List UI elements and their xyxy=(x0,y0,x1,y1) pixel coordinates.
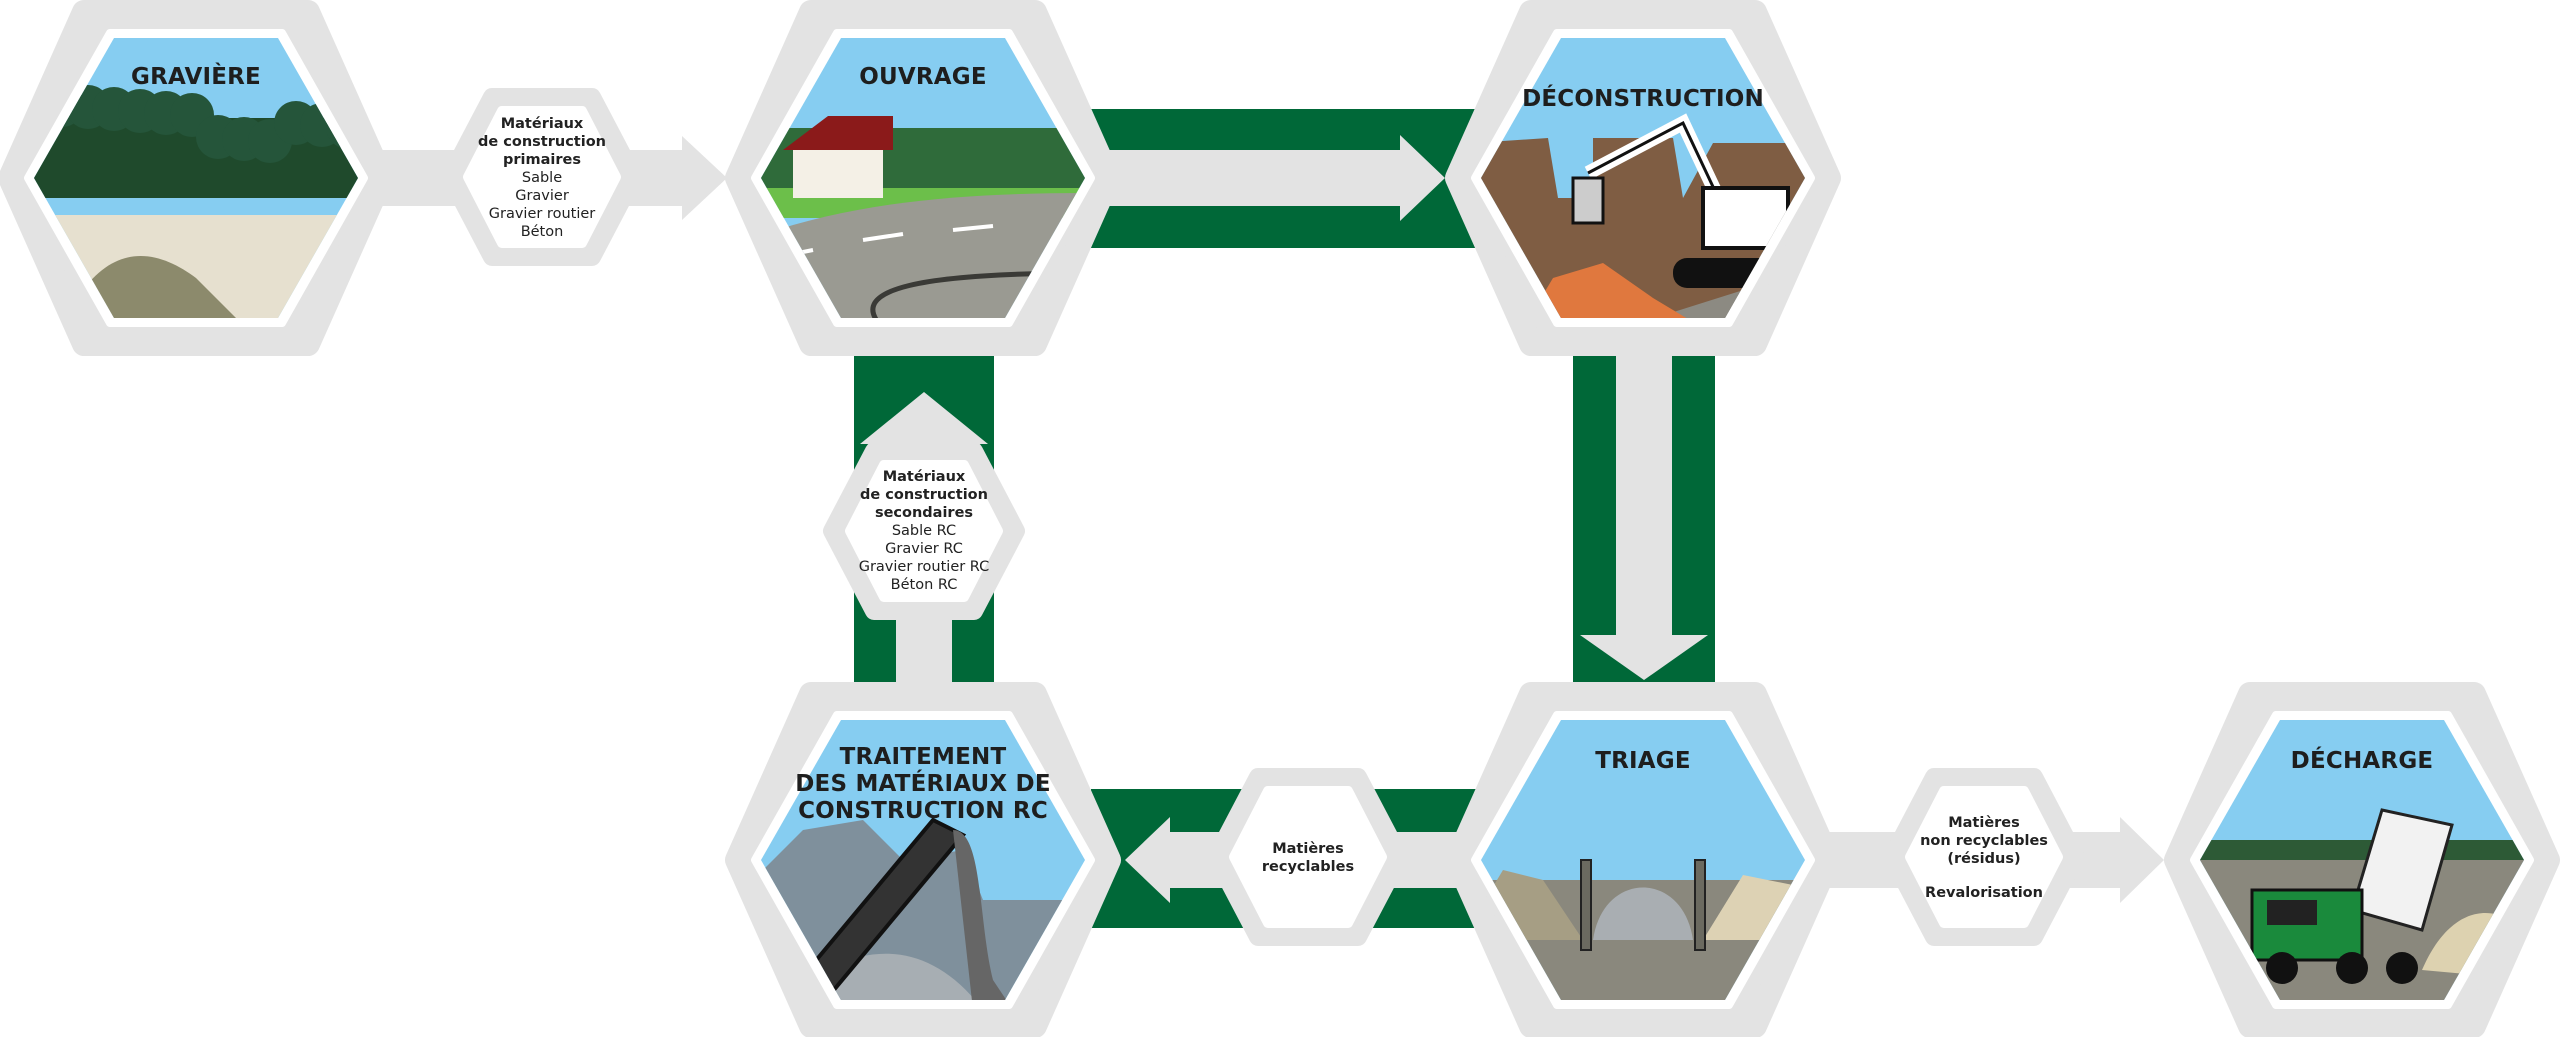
arrow-deconstruction-to-triage xyxy=(1580,340,1708,680)
material-item: Béton xyxy=(520,224,564,240)
material-item: Sable xyxy=(521,170,563,186)
truck-wheel xyxy=(2266,952,2298,984)
excavator-arm-outline xyxy=(1587,120,1725,209)
heading-line: Matières xyxy=(1272,841,1344,857)
house-wall xyxy=(793,148,883,198)
title-line: TRAITEMENT xyxy=(839,744,1007,770)
divider-wall xyxy=(1694,859,1706,951)
heading-line: secondaires xyxy=(874,505,974,521)
heading-line: non recyclables xyxy=(1920,833,2048,849)
material-item: Gravier routier RC xyxy=(858,559,990,575)
material-item: Gravier routier xyxy=(488,206,596,222)
title-line: CONSTRUCTION RC xyxy=(798,798,1048,824)
road xyxy=(761,193,1085,318)
material-item: Gravier RC xyxy=(885,541,963,557)
material-item: Sable RC xyxy=(891,523,957,539)
truck-window xyxy=(2267,900,2317,925)
station-title-deconstruction: DÉCONSTRUCTION xyxy=(1522,86,1764,112)
scene-ouvrage xyxy=(761,38,1085,318)
flow-hex-inner xyxy=(463,106,621,248)
scene-traitement xyxy=(761,720,1085,1000)
station-hex-deconstruction xyxy=(1445,0,1841,356)
flow-label-secondaires: Matériaux de construction secondaires Sa… xyxy=(859,468,990,594)
falling-material xyxy=(953,830,1013,1000)
arrow-ouvrage-to-deconstruction xyxy=(1080,135,1445,221)
excavator-grapple xyxy=(1571,176,1605,225)
station-title-ouvrage: OUVRAGE xyxy=(859,64,987,90)
heading-line: Matières xyxy=(1948,815,2020,831)
scene-graviere xyxy=(34,38,358,318)
heading-line: Matériaux xyxy=(500,116,584,132)
station-hex-triage xyxy=(1445,682,1841,1037)
station-title-traitement: TRAITEMENT DES MATÉRIAUX DE CONSTRUCTION… xyxy=(795,744,1050,825)
truck-wheel xyxy=(2336,952,2368,984)
truck-wheel xyxy=(2386,952,2418,984)
dump-bed xyxy=(2350,808,2454,932)
heading-line: (résidus) xyxy=(1947,851,2021,867)
heading-line: de construction xyxy=(860,487,988,503)
flow-hex-inner xyxy=(1905,786,2063,928)
revalorisation-label: Revalorisation xyxy=(1925,885,2043,901)
material-item: Béton RC xyxy=(890,577,958,593)
house-roof xyxy=(783,116,893,150)
station-hex-graviere xyxy=(0,0,394,356)
flow-label-recyclables: Matières recyclables xyxy=(1262,840,1354,876)
divider-wall xyxy=(1580,859,1592,951)
station-title-decharge: DÉCHARGE xyxy=(2290,748,2434,774)
heading-line: Matériaux xyxy=(882,469,966,485)
station-hex-traitement xyxy=(725,682,1121,1037)
station-title-triage: TRIAGE xyxy=(1595,748,1691,774)
heading-line: recyclables xyxy=(1261,859,1355,875)
pile-middle xyxy=(1593,887,1693,940)
brick-pile xyxy=(1523,263,1703,318)
flow-label-non-recyclables: Matières non recyclables (résidus) Reval… xyxy=(1920,814,2048,902)
station-hex-ouvrage xyxy=(725,0,1121,356)
trees xyxy=(2200,840,2524,860)
station-hex-decharge xyxy=(2164,682,2560,1037)
title-line: DES MATÉRIAUX DE xyxy=(795,771,1051,797)
flow-label-primaires: Matériaux de construction primaires Sabl… xyxy=(478,115,606,241)
heading-line: de construction xyxy=(478,134,606,150)
material-item: Gravier xyxy=(515,188,569,204)
gravel-mound xyxy=(66,255,236,318)
flow-hex-inner xyxy=(845,460,1003,602)
heading-line: primaires xyxy=(503,152,581,168)
station-title-graviere: GRAVIÈRE xyxy=(131,64,261,90)
flow-hex-inner xyxy=(1229,786,1387,928)
